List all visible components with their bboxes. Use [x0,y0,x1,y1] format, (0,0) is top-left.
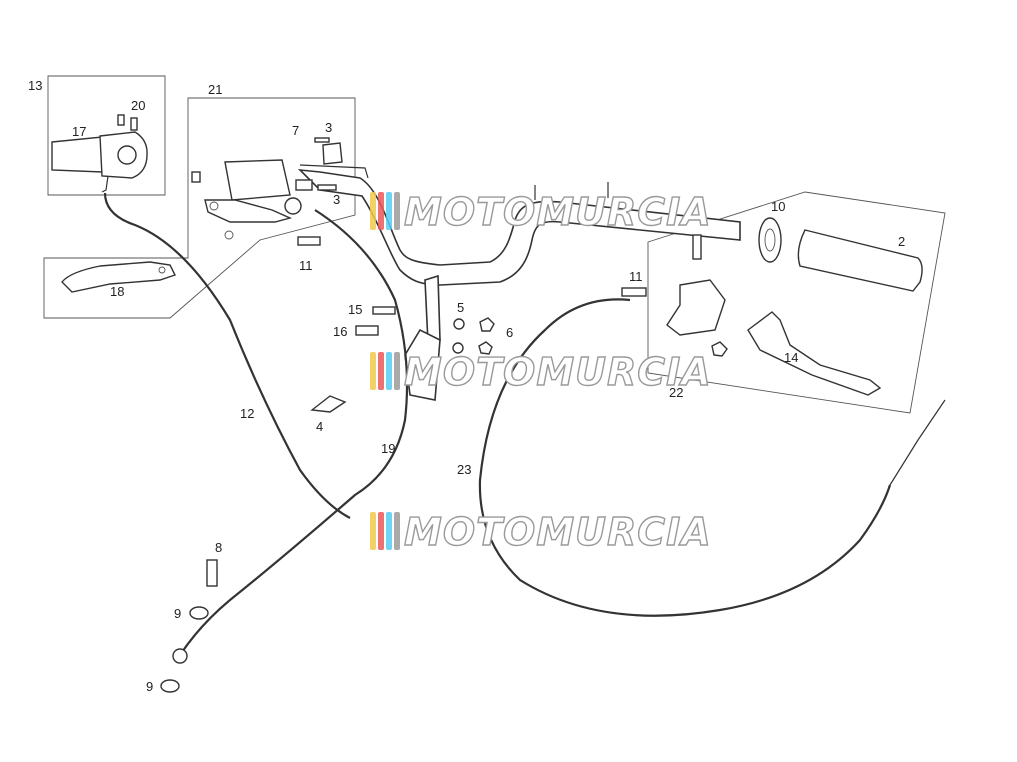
nut-right [711,341,728,357]
bolt-8 [206,559,218,587]
callout-20: 20 [131,98,145,113]
callout-3a: 3 [325,120,332,135]
callout-10: 10 [771,199,785,214]
callout-13: 13 [28,78,42,93]
watermark-logo: MOTOMURCIA [370,189,712,235]
washer-9b [160,679,180,693]
washer-5b [452,342,464,354]
right-grip [797,229,923,292]
callout-14: 14 [784,350,798,365]
cable-end-23 [889,399,946,486]
callout-9b: 9 [146,679,153,694]
callout-19: 19 [381,441,395,456]
cable-clip-4 [310,395,347,413]
nut-6b [478,341,493,355]
group-frame-22 [647,191,946,414]
screw-15 [372,306,396,315]
watermark-text: MOTOMURCIA [404,510,712,554]
washer-5a [453,318,465,330]
callout-22: 22 [669,385,683,400]
watermark-text: MOTOMURCIA [404,190,712,234]
group-frame-21 [43,97,356,319]
callout-17: 17 [72,124,86,139]
spacer-10 [758,217,782,263]
callout-4: 4 [316,419,323,434]
cable-23 [478,298,892,617]
screw-right [692,234,702,260]
handlebar [297,164,741,401]
throttle-grip [51,114,148,193]
callout-11b: 11 [629,269,643,284]
callout-21: 21 [208,82,222,97]
callout-8: 8 [215,540,222,555]
cable-12 [103,192,351,519]
callout-3b: 3 [333,192,340,207]
callout-6: 6 [506,325,513,340]
callout-18: 18 [110,284,124,299]
master-cylinder [191,137,343,240]
callout-2: 2 [898,234,905,249]
washer-9a [189,606,209,620]
callout-15: 15 [348,302,362,317]
cable-19 [179,209,409,656]
left-lever [61,261,176,293]
callout-16: 16 [333,324,347,339]
lever-holder [666,279,726,336]
callout-7: 7 [292,123,299,138]
watermark-logo: MOTOMURCIA [370,349,712,395]
callout-11a: 11 [299,258,313,273]
nut-6a [479,317,495,332]
callout-12: 12 [240,406,254,421]
group-frame-13 [47,75,166,196]
right-lever-14 [747,311,882,396]
brake-switch-right [621,287,647,297]
callout-9a: 9 [174,606,181,621]
brake-switch-left [297,236,321,246]
callout-23: 23 [457,462,471,477]
watermark-logo: MOTOMURCIA [370,509,712,555]
cable-nipple-19 [172,648,188,664]
callout-5: 5 [457,300,464,315]
screw-16 [355,325,379,336]
watermark-text: MOTOMURCIA [404,350,712,394]
